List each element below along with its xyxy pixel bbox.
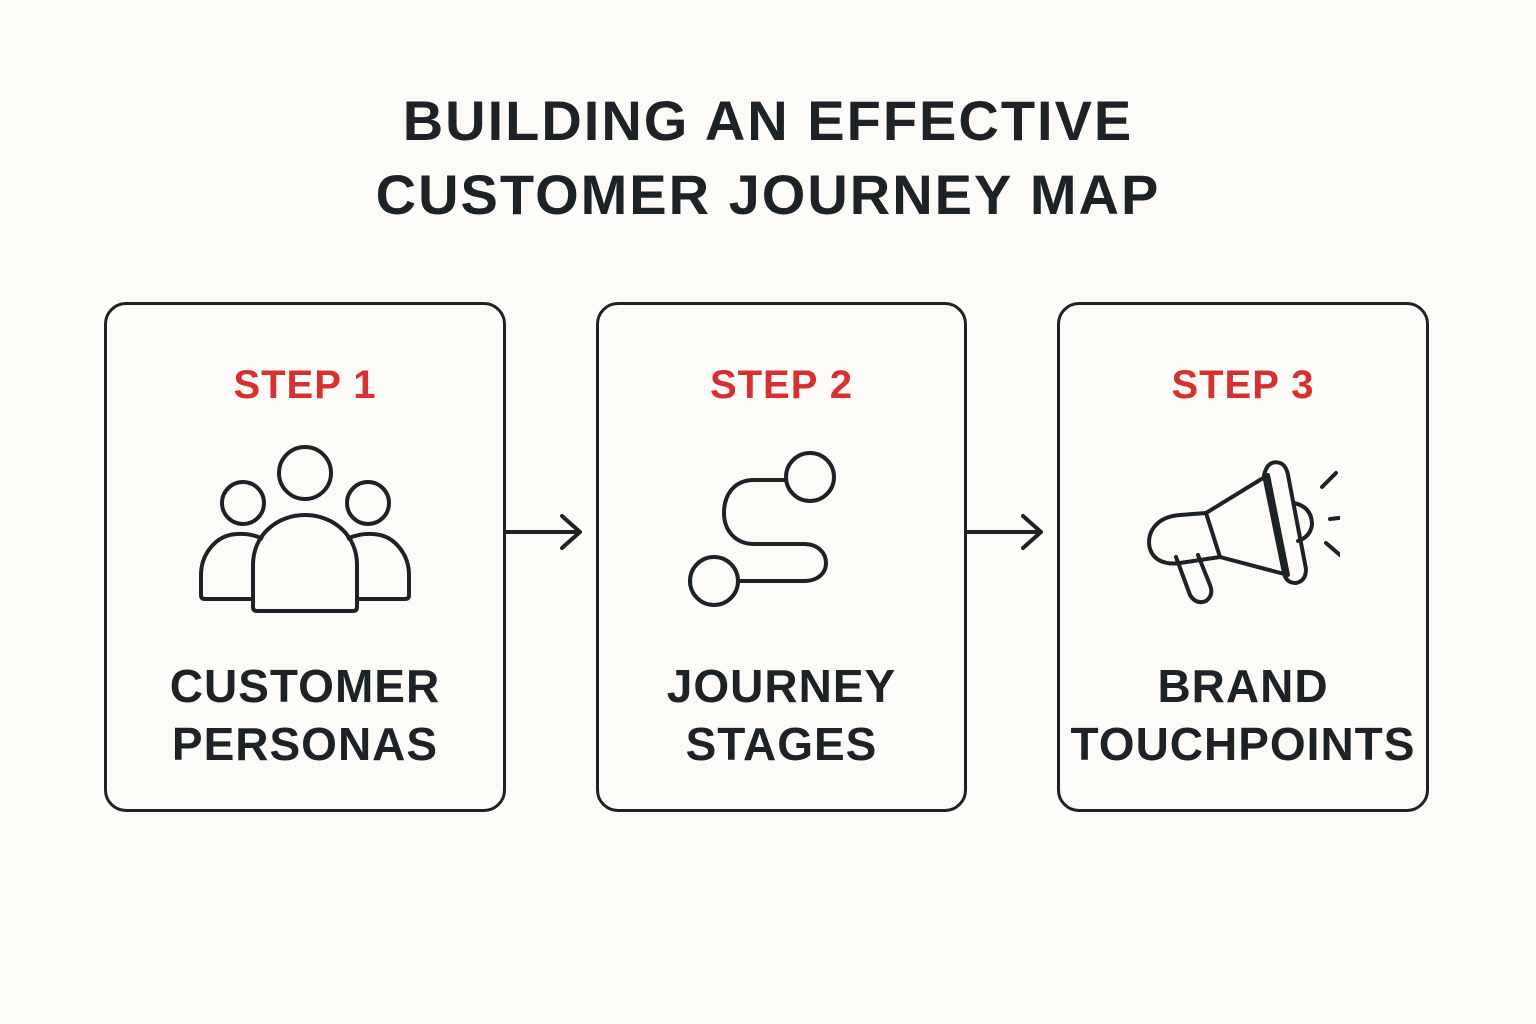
arrow-right-icon bbox=[967, 514, 1043, 550]
step-label: STEP 3 bbox=[1171, 363, 1315, 407]
step-title-line-1: BRAND bbox=[1157, 660, 1329, 712]
step-title: JOURNEY STAGES bbox=[599, 657, 964, 773]
step-label: STEP 1 bbox=[233, 363, 377, 407]
step-title-line-1: CUSTOMER bbox=[169, 660, 441, 712]
arrow-right-icon bbox=[506, 514, 582, 550]
step-card-2: STEP 2 JOURNEY STAGES bbox=[596, 302, 967, 812]
diagram-title: BUILDING AN EFFECTIVE CUSTOMER JOURNEY M… bbox=[0, 84, 1536, 232]
step-card-1: STEP 1 CUSTOMER PERSONAS bbox=[104, 302, 506, 812]
title-line-1: BUILDING AN EFFECTIVE bbox=[402, 89, 1134, 152]
step-title-line-1: JOURNEY bbox=[666, 660, 897, 712]
step-card-3: STEP 3 BRAND TOUCHPOINTS bbox=[1057, 302, 1429, 812]
step-title: BRAND TOUCHPOINTS bbox=[1060, 657, 1426, 773]
users-group-icon bbox=[195, 435, 415, 620]
step-title-line-2: PERSONAS bbox=[171, 718, 439, 770]
step-title: CUSTOMER PERSONAS bbox=[107, 657, 503, 773]
step-title-line-2: TOUCHPOINTS bbox=[1070, 718, 1416, 770]
megaphone-icon bbox=[1140, 445, 1350, 610]
title-line-2: CUSTOMER JOURNEY MAP bbox=[375, 163, 1161, 226]
route-path-icon bbox=[684, 445, 864, 620]
step-title-line-2: STAGES bbox=[685, 718, 878, 770]
step-label: STEP 2 bbox=[709, 363, 854, 407]
